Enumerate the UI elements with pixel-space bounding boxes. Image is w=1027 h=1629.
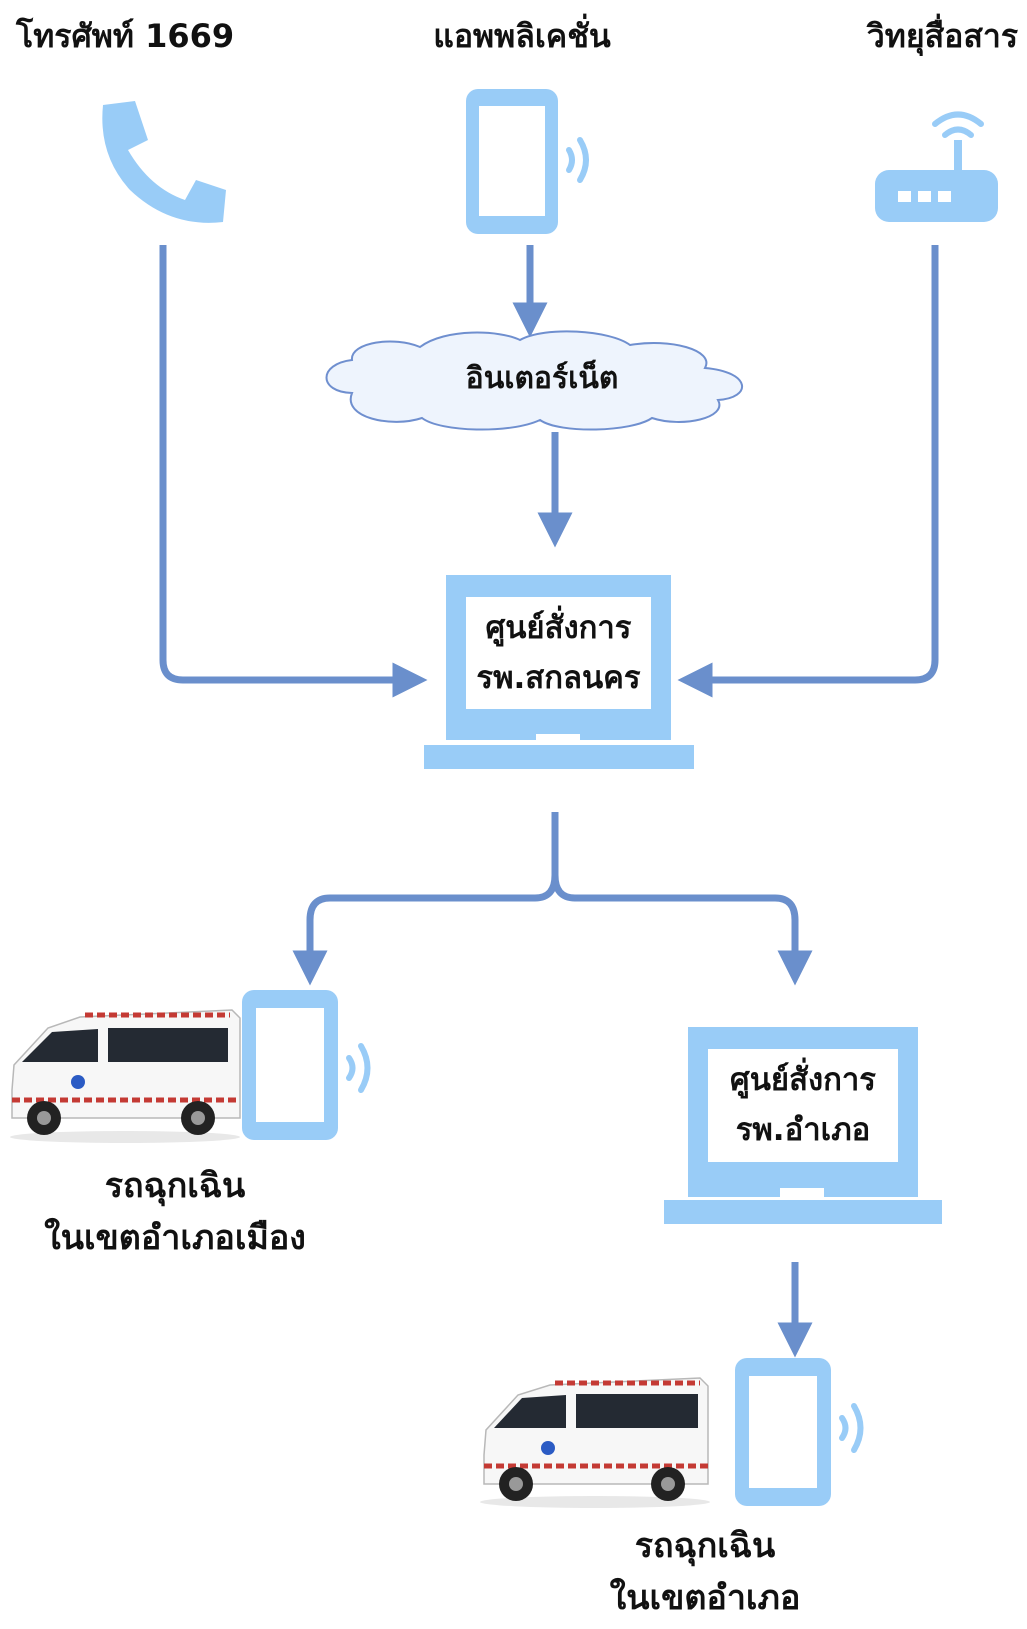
ambulance-icon-city — [10, 1009, 241, 1143]
smartphone-icon — [466, 89, 589, 234]
wifi-router-icon — [875, 111, 998, 222]
main-center-label: ศูนย์สั่งการ รพ.สกลนคร — [466, 603, 651, 703]
smartphone-icon-city — [242, 990, 371, 1140]
district-center-line1: ศูนย์สั่งการ — [730, 1062, 876, 1098]
main-center-line1: ศูนย์สั่งการ — [485, 610, 632, 646]
district-center-line2: รพ.อำเภอ — [735, 1112, 871, 1148]
ambulance-city-line1: รถฉุกเฉิน — [104, 1166, 246, 1206]
arrow-center-split — [292, 812, 559, 986]
ambulance-district-caption: รถฉุกเฉิน ในเขตอำเภอ — [555, 1520, 855, 1624]
phone-icon — [102, 101, 226, 223]
laptop-icon-main — [424, 575, 694, 769]
source-phone-label: โทรศัพท์ 1669 — [16, 17, 235, 55]
source-app-label: แอพพลิเคชั่น — [433, 17, 611, 55]
ambulance-city-line2: ในเขตอำเภอเมือง — [44, 1218, 306, 1258]
smartphone-icon-district — [735, 1358, 864, 1506]
ambulance-icon-district — [480, 1377, 710, 1508]
laptop-icon-district — [664, 1027, 942, 1224]
ambulance-city-caption: รถฉุกเฉิน ในเขตอำเภอเมือง — [10, 1160, 340, 1264]
district-center-label: ศูนย์สั่งการ รพ.อำเภอ — [708, 1055, 898, 1155]
ambulance-district-line1: รถฉุกเฉิน — [634, 1526, 776, 1566]
internet-label: อินเตอร์เน็ต — [465, 361, 619, 396]
arrow-center-to-district — [551, 874, 813, 986]
arrow-phone-to-center — [159, 245, 428, 698]
ambulance-district-line2: ในเขตอำเภอ — [609, 1578, 801, 1618]
arrow-radio-to-center — [677, 245, 939, 698]
main-center-line2: รพ.สกลนคร — [476, 660, 641, 696]
cloud-icon — [325, 330, 744, 431]
source-radio-label: วิทยุสื่อสาร — [866, 17, 1018, 55]
